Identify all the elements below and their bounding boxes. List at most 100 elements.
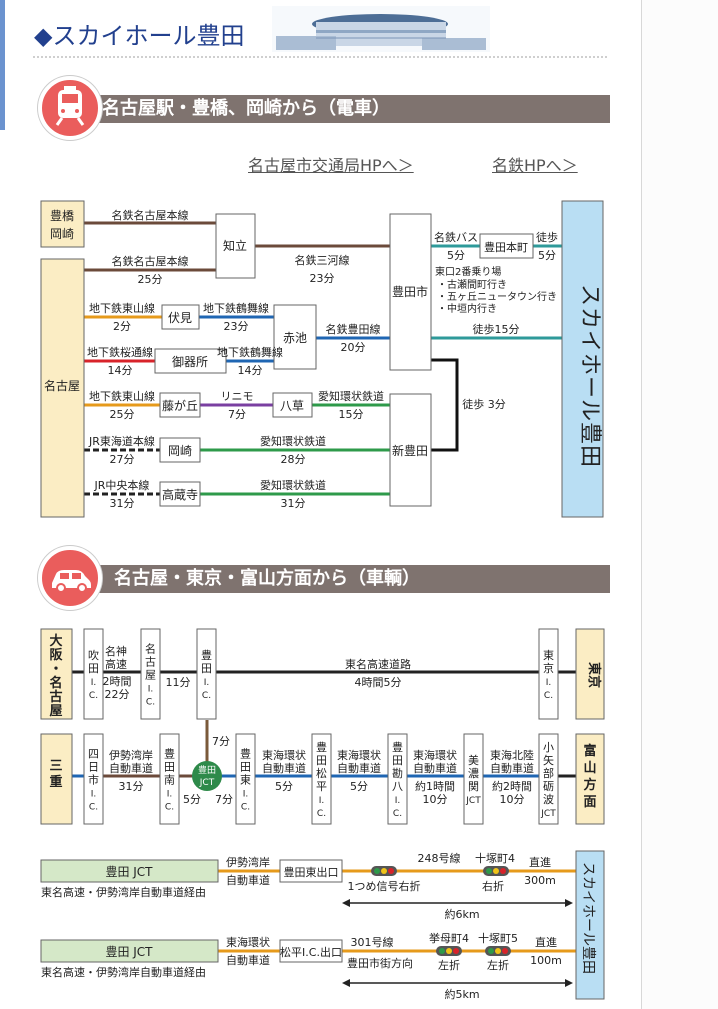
ic-bottom-0-char: 市 xyxy=(88,773,99,787)
lbl-bus: 名鉄バス xyxy=(434,230,478,244)
lbl-tsurumai-2: 地下鉄鶴舞線 xyxy=(217,345,283,359)
node-toyotashi-label: 豊田市 xyxy=(392,284,428,299)
ic-bottom-0-char: C. xyxy=(89,803,98,813)
rl-meishin-2: 高速 xyxy=(105,657,127,671)
ic-bottom-0-box xyxy=(83,733,104,825)
route-2: 豊田 JCT 東名高速・伊勢湾岸自動車道経由 東海環状 自動車道 松平I.C.出… xyxy=(40,931,576,1001)
lbl-mikawa-time: 23分 xyxy=(310,272,335,285)
jct-label-1: 豊田 xyxy=(198,764,216,776)
ic-bottom-1-char: C. xyxy=(165,803,174,813)
rl-tokai-3b: 自動車道 xyxy=(413,761,457,775)
ic-bottom-1-char: 豊 xyxy=(164,748,175,761)
node-yakusa-label: 八草 xyxy=(280,399,304,413)
lbl-higashiyama-1: 地下鉄東山線 xyxy=(89,301,155,315)
ic-top-2-char: 田 xyxy=(201,662,212,675)
route2-step-1: 301号線 xyxy=(351,935,394,949)
signal-icon xyxy=(485,946,511,956)
lbl-aikan-2: 愛知環状鉄道 xyxy=(260,434,326,448)
node-okazaki-label: 岡崎 xyxy=(168,444,192,458)
ic-top-3-char: I. xyxy=(546,678,552,688)
rl-tokai-3d: 10分 xyxy=(423,793,448,806)
car-icon xyxy=(38,546,102,610)
lbl-linimo: リニモ xyxy=(221,390,254,403)
origin-toyama xyxy=(575,733,605,825)
node-chiryu-label: 知立 xyxy=(223,238,247,253)
ic-bottom-6-char: 小 xyxy=(543,741,554,754)
lbl-tokaido-time: 27分 xyxy=(110,453,135,466)
ic-top-0-char: 田 xyxy=(88,662,99,675)
rl-11min: 11分 xyxy=(166,676,191,689)
node-akaike-label: 赤池 xyxy=(283,331,307,345)
jct-label-2: JCT xyxy=(199,778,215,788)
node-toyohashi-l1: 豊橋 xyxy=(50,209,74,223)
node-okazaki xyxy=(159,437,201,463)
rl-tokai-2b: 自動車道 xyxy=(337,761,381,775)
line-walk-3 xyxy=(431,358,459,452)
rl-5min-a: 5分 xyxy=(183,793,201,806)
lbl-higashiyama-2-time: 25分 xyxy=(110,408,135,421)
origin-mie xyxy=(40,733,73,825)
rl-hokuriku-c: 約2時間 xyxy=(492,779,532,793)
ic-bottom-6-char: 砺 xyxy=(543,780,554,793)
lbl-linimo-time: 7分 xyxy=(228,408,246,421)
ic-bottom-3-char: 松 xyxy=(316,766,327,780)
rl-tomei-time: 4時間5分 xyxy=(355,676,402,689)
ic-bottom-3-char: 豊 xyxy=(316,741,327,754)
right-gutter xyxy=(642,0,718,1009)
route1-step-2: 248号線 xyxy=(418,851,461,865)
ic-bottom-3-char: I. xyxy=(319,796,325,806)
ic-top-0-char: I. xyxy=(91,678,97,688)
node-shintoyota-label: 新豊田 xyxy=(392,443,428,458)
node-kozoji xyxy=(159,481,201,507)
mie-c2: 重 xyxy=(49,774,62,790)
node-akaike xyxy=(273,304,317,370)
ic-top-1-char: 古 xyxy=(145,656,156,669)
ic-bottom-3-box xyxy=(311,733,332,825)
toyama-c3: 方 xyxy=(583,777,596,793)
origin-nodes: 大 阪 ・ 名 古 屋 東京 三 重 富 山 方 面 xyxy=(40,628,605,825)
ic-bottom-4-box xyxy=(387,733,408,825)
route1-step-3: 十塚町4 xyxy=(475,851,515,865)
origin-tokyo xyxy=(575,628,605,720)
route2-step-4: 左折 xyxy=(438,958,460,972)
ic-top-2-box xyxy=(196,628,217,720)
route1-start-label: 豊田 JCT xyxy=(105,865,153,879)
ic-bottom-2-char: 田 xyxy=(240,761,251,774)
node-gokiso-label: 御器所 xyxy=(172,354,208,369)
route-1: 豊田 JCT 東名高速・伊勢湾岸自動車道経由 伊勢湾岸 自動車道 豊田東出口 1… xyxy=(40,851,576,921)
route1-road-2: 自動車道 xyxy=(226,873,270,887)
osaka-c6: 屋 xyxy=(49,704,62,719)
osaka-c5: 古 xyxy=(49,689,62,705)
ic-bottom-5-char: 美 xyxy=(468,754,479,767)
ic-top-3-char: 京 xyxy=(543,661,554,675)
ic-bottom-6-box xyxy=(538,733,559,825)
rl-tokai-3a: 東海環状 xyxy=(413,748,457,762)
toyama-c4: 面 xyxy=(583,795,596,810)
rl-tokai-1b: 自動車道 xyxy=(262,761,306,775)
node-fujigaoka xyxy=(159,392,201,418)
ic-top-0-char: 吹 xyxy=(88,649,99,662)
header-band xyxy=(86,95,610,123)
node-nagoya xyxy=(40,258,85,518)
rl-7min-b: 7分 xyxy=(215,793,233,806)
signal-icon xyxy=(371,866,397,876)
lbl-sakuradori-time: 14分 xyxy=(108,364,133,377)
ic-top-3-char: 東 xyxy=(543,649,554,662)
lbl-aikan-2-time: 28分 xyxy=(281,453,306,466)
node-toyotashi xyxy=(389,213,432,371)
jct-node: 豊田 JCT xyxy=(192,761,222,791)
route2-step-2: 豊田市街方向 xyxy=(347,956,413,970)
building-image xyxy=(272,6,490,52)
ic-bottom-2-char: 豊 xyxy=(240,748,251,761)
ic-bottom-4-char: 勘 xyxy=(392,767,403,780)
route2-exit-label: 松平I.C.出口 xyxy=(280,945,342,959)
rl-isewan-2: 自動車道 xyxy=(109,761,153,775)
subway-hp-link[interactable]: 名古屋市交通局HPへ＞ xyxy=(248,156,414,175)
rl-tokai-2c: 5分 xyxy=(350,780,368,793)
lbl-aikan-1: 愛知環状鉄道 xyxy=(318,389,384,403)
rl-tokai-1a: 東海環状 xyxy=(262,748,306,762)
meitetsu-hp-link[interactable]: 名鉄HPへ＞ xyxy=(492,156,578,175)
lbl-walk-3: 徒歩 3分 xyxy=(462,397,506,411)
ic-top-0-char: C. xyxy=(89,691,98,701)
ic-bottom-2-box xyxy=(235,733,256,825)
